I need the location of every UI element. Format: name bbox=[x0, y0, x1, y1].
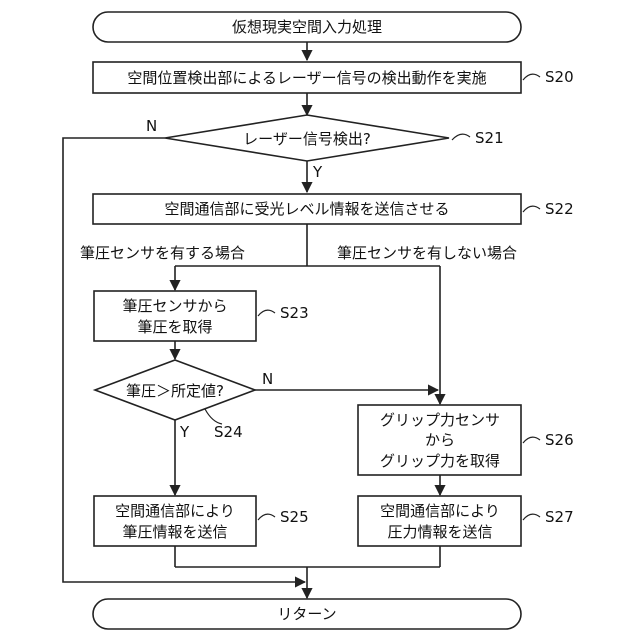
process-s25-label-line2: 筆圧情報を送信 bbox=[122, 523, 227, 541]
leader-s24 bbox=[205, 409, 222, 424]
process-s27-label-line2: 圧力情報を送信 bbox=[387, 523, 492, 541]
process-s22-label: 空間通信部に受光レベル情報を送信させる bbox=[164, 200, 449, 218]
step-label-s27: S27 bbox=[545, 508, 574, 526]
branch-label-with-sensor: 筆圧センサを有する場合 bbox=[80, 244, 245, 262]
branch-label-s21-no: N bbox=[146, 117, 157, 135]
leader-s25 bbox=[258, 514, 275, 520]
start-label: 仮想現実空間入力処理 bbox=[232, 18, 382, 36]
step-label-s20: S20 bbox=[545, 68, 574, 86]
step-label-s25: S25 bbox=[280, 508, 309, 526]
process-s26-label-line3: グリップ力を取得 bbox=[380, 452, 500, 470]
step-label-s22: S22 bbox=[545, 200, 574, 218]
process-s26-label-line2: から bbox=[425, 431, 455, 449]
process-s23-label-line1: 筆圧センサから bbox=[122, 297, 227, 315]
leader-s22 bbox=[523, 206, 540, 212]
decision-s21-label: レーザー信号検出? bbox=[243, 130, 371, 148]
process-s25-label-line1: 空間通信部により bbox=[115, 502, 235, 520]
branch-label-s24-no: N bbox=[262, 370, 273, 388]
step-label-s24: S24 bbox=[214, 423, 243, 441]
leader-s26 bbox=[523, 437, 540, 443]
leader-s20 bbox=[523, 74, 540, 80]
process-s27-label-line1: 空間通信部により bbox=[380, 502, 500, 520]
branch-label-without-sensor: 筆圧センサを有しない場合 bbox=[337, 244, 517, 262]
step-label-s23: S23 bbox=[280, 304, 309, 322]
process-s23-label-line2: 筆圧を取得 bbox=[137, 318, 212, 336]
step-label-s21: S21 bbox=[475, 129, 504, 147]
process-s20-label: 空間位置検出部によるレーザー信号の検出動作を実施 bbox=[127, 69, 486, 87]
branch-label-s24-yes: Y bbox=[179, 423, 190, 441]
end-label: リターン bbox=[277, 605, 336, 623]
process-s26-label-line1: グリップ力センサ bbox=[380, 411, 500, 429]
decision-s24-label: 筆圧＞所定値? bbox=[126, 382, 224, 400]
step-label-s26: S26 bbox=[545, 431, 574, 449]
branch-label-s21-yes: Y bbox=[312, 163, 323, 181]
leader-s21 bbox=[452, 134, 470, 140]
leader-s27 bbox=[523, 514, 540, 520]
leader-s23 bbox=[258, 310, 275, 316]
